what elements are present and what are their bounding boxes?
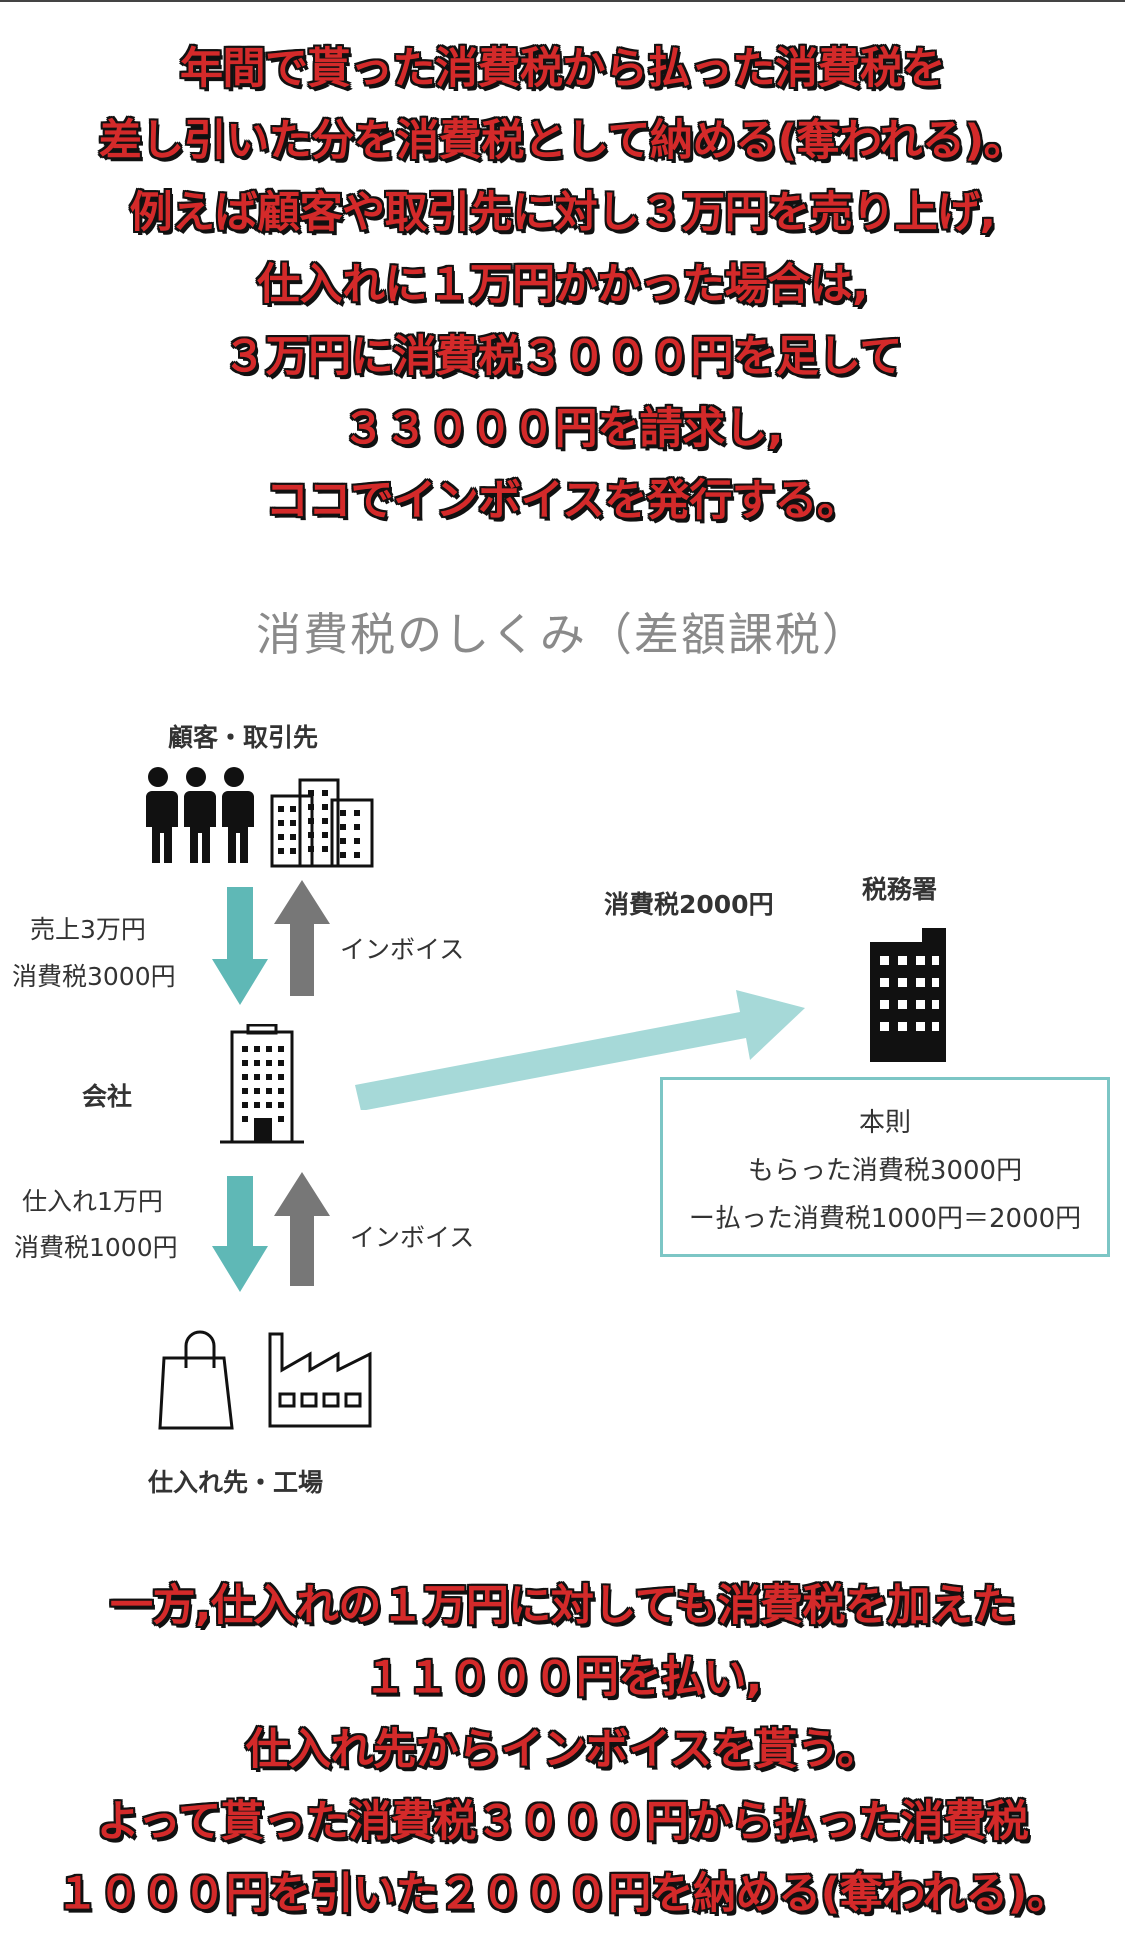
top-caption-line-5: ３万円に消費税３０００円を足して bbox=[223, 332, 902, 382]
top-caption-line-6: ３３０００円を請求し, bbox=[342, 404, 783, 454]
sales-label: 売上3万円 bbox=[30, 915, 146, 944]
office-building-icon bbox=[220, 1024, 304, 1144]
tax-office-building-icon bbox=[870, 928, 946, 1062]
tax-calculation-box: 本則 もらった消費税3000円 ー払った消費税1000円＝2000円 bbox=[660, 1077, 1110, 1257]
purchase-down-arrow bbox=[212, 1176, 268, 1292]
sales-down-arrow bbox=[212, 887, 268, 1005]
top-caption-line-1: 年間で貰った消費税から払った消費税を bbox=[180, 44, 946, 94]
invoice-upper-label: インボイス bbox=[340, 935, 465, 964]
company-label: 会社 bbox=[82, 1082, 133, 1111]
factory-icon bbox=[268, 1332, 372, 1428]
box-line-received: もらった消費税3000円 bbox=[747, 1156, 1023, 1186]
box-title: 本則 bbox=[858, 1108, 911, 1138]
top-rule bbox=[0, 0, 1125, 2]
box-line-paid: ー払った消費税1000円＝2000円 bbox=[688, 1204, 1082, 1234]
purchase-label: 仕入れ1万円 bbox=[22, 1187, 163, 1216]
top-caption-line-2: 差し引いた分を消費税として納める(奪われる)。 bbox=[98, 116, 1027, 166]
bottom-caption-line-1: 一方,仕入れの１万円に対しても消費税を加えた bbox=[110, 1581, 1015, 1631]
tax-payment-label: 消費税2000円 bbox=[604, 890, 774, 919]
bottom-caption-line-3: 仕入れ先からインボイスを貰う。 bbox=[245, 1725, 880, 1775]
people-icon bbox=[144, 767, 254, 863]
invoice-lower-label: インボイス bbox=[350, 1223, 475, 1252]
bottom-caption-line-2: １１０００円を払い, bbox=[363, 1653, 762, 1703]
customer-label: 顧客・取引先 bbox=[168, 723, 319, 752]
buildings-icon bbox=[270, 778, 374, 868]
top-caption-line-4: 仕入れに１万円かかった場合は, bbox=[257, 260, 868, 310]
tax-payment-arrow bbox=[355, 990, 805, 1110]
purchase-tax-label: 消費税1000円 bbox=[14, 1233, 178, 1262]
invoice-lower-up-arrow bbox=[274, 1172, 330, 1286]
top-caption-line-3: 例えば顧客や取引先に対し３万円を売り上げ, bbox=[129, 188, 996, 238]
bottom-caption-line-4: よって貰った消費税３０００円から払った消費税 bbox=[96, 1797, 1029, 1847]
sales-tax-label: 消費税3000円 bbox=[12, 962, 176, 991]
bottom-caption-line-5: １０００円を引いた２０００円を納める(奪われる)。 bbox=[55, 1869, 1070, 1919]
top-caption-line-7: ココでインボイスを発行する。 bbox=[265, 476, 860, 526]
shopping-bag-icon bbox=[158, 1330, 234, 1430]
supplier-label: 仕入れ先・工場 bbox=[148, 1468, 324, 1497]
tax-office-label: 税務署 bbox=[862, 875, 938, 904]
invoice-up-arrow bbox=[274, 880, 330, 996]
diagram-title: 消費税のしくみ（差額課税） bbox=[256, 608, 869, 661]
